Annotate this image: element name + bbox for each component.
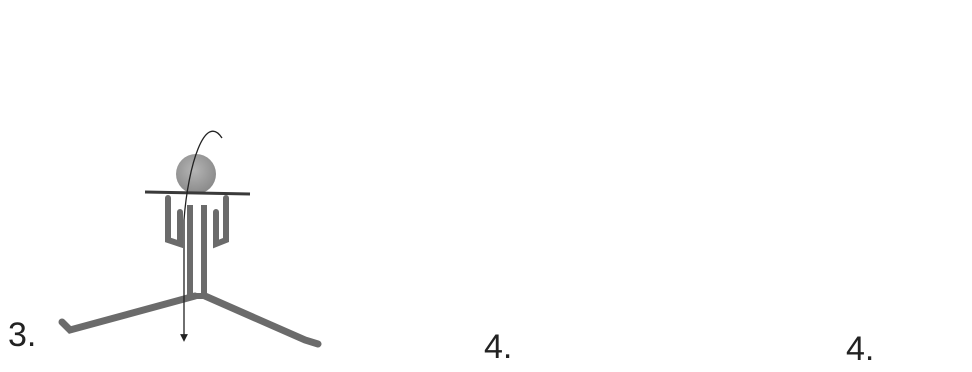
figure-1-torso	[190, 205, 204, 296]
step-label-4-crouch: 4.	[846, 332, 874, 366]
step-label-3: 3.	[8, 318, 36, 352]
figure-1-pole	[145, 192, 250, 194]
figure-1-legs	[62, 296, 318, 344]
figure-1-head	[176, 154, 216, 194]
figure-1-arms	[168, 198, 226, 244]
step-label-4-standing: 4.	[484, 330, 512, 364]
figure-straddle-sit	[62, 131, 318, 344]
